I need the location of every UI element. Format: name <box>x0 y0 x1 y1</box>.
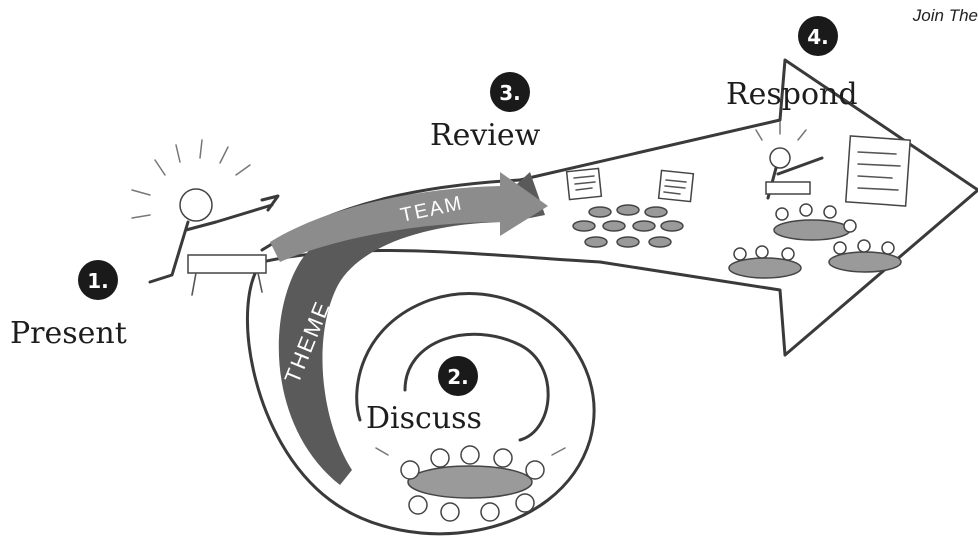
presenter-figure <box>131 139 280 296</box>
step-2-number: 2. <box>447 365 469 389</box>
step-4: 4. Respond <box>726 16 858 112</box>
theme-band <box>278 172 545 485</box>
step-1-number: 1. <box>87 269 109 293</box>
flip-chart <box>844 135 912 207</box>
step-4-badge <box>798 16 838 56</box>
corner-note: Join The <box>912 6 978 25</box>
step-2: 2. Discuss <box>366 356 482 436</box>
step-1-label: Present <box>10 316 127 351</box>
step-4-label: Respond <box>726 77 858 112</box>
step-3-badge <box>490 72 530 112</box>
spiral-outer <box>246 260 596 536</box>
step-1-badge <box>78 260 118 300</box>
step-3: 3. Review <box>430 72 541 153</box>
step-1: 1. Present <box>10 260 127 351</box>
spiral-inner <box>403 332 550 442</box>
review-audience <box>565 167 695 248</box>
step-3-number: 3. <box>499 81 521 105</box>
presenter-rays <box>131 139 251 219</box>
step-2-badge <box>438 356 478 396</box>
step-3-label: Review <box>430 118 541 153</box>
step-2-label: Discuss <box>366 401 482 436</box>
big-arrow-outline <box>518 58 978 357</box>
step-4-number: 4. <box>807 25 829 49</box>
respond-scene <box>728 121 912 279</box>
team-band <box>270 172 548 262</box>
discuss-group <box>375 445 566 522</box>
